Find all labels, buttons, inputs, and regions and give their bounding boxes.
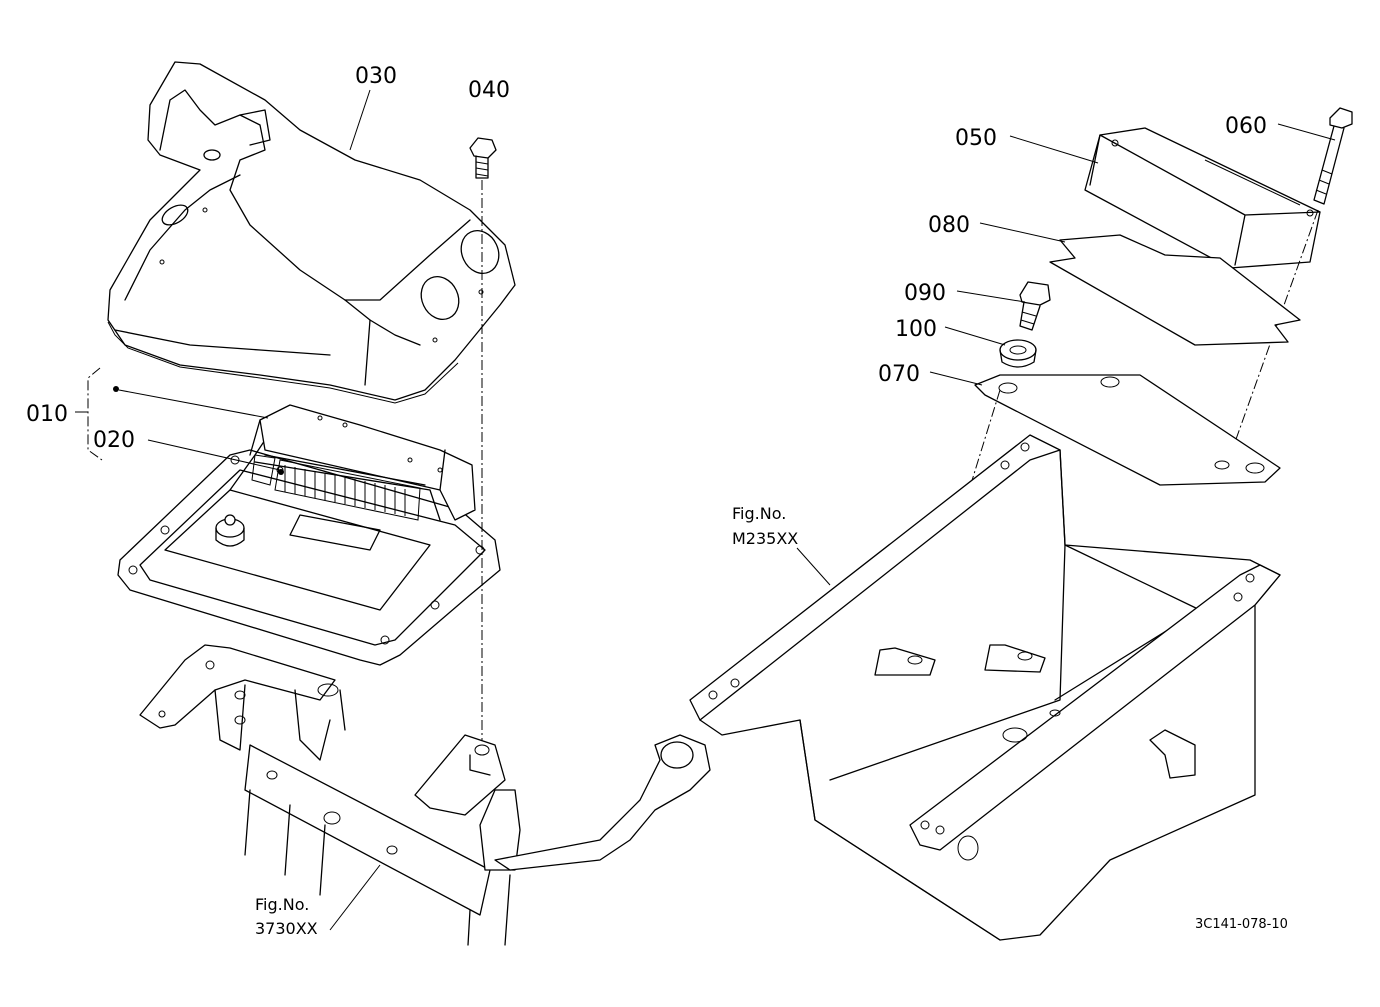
- part-labels: 030 040 010 020 050 060 080 090 100 070: [26, 64, 1267, 453]
- bracket-010: [87, 367, 103, 461]
- label-070: 070: [878, 362, 920, 387]
- ref-point-010: [113, 386, 119, 392]
- fig-ref-left-caption: Fig.No.: [255, 895, 309, 914]
- left-mount-bracket: [139, 644, 711, 946]
- leader-090: [956, 290, 1026, 303]
- figure-references: Fig.No. M235XX Fig.No. 3730XX 3C141-078-…: [255, 504, 1288, 938]
- leader-lines: [75, 89, 1336, 931]
- leader-010: [118, 389, 269, 419]
- label-020: 020: [93, 428, 135, 453]
- ecu-module-050: [1084, 127, 1321, 269]
- gasket-080: [1049, 234, 1301, 346]
- fig-ref-right-number: M235XX: [732, 529, 798, 548]
- leader-050: [1009, 135, 1099, 164]
- leader-030: [349, 89, 371, 151]
- collar-100: [999, 339, 1037, 368]
- bracket-plate-070: [917, 374, 1281, 656]
- leader-3730xx: [329, 864, 381, 931]
- leader-070: [929, 371, 983, 386]
- label-040: 040: [468, 78, 510, 103]
- label-010: 010: [26, 402, 68, 427]
- label-060: 060: [1225, 114, 1267, 139]
- leader-100: [944, 326, 1006, 346]
- ecu-controller-020: [113, 386, 501, 666]
- bolt-060: [1224, 107, 1353, 471]
- label-080: 080: [928, 213, 970, 238]
- leader-020: [147, 439, 281, 471]
- leader-080: [979, 222, 1066, 243]
- label-100: 100: [895, 317, 937, 342]
- ecu-cover-030: [107, 61, 516, 404]
- label-090: 090: [904, 281, 946, 306]
- fig-ref-left-number: 3730XX: [255, 919, 318, 938]
- fig-ref-right-caption: Fig.No.: [732, 504, 786, 523]
- bolt-040: [469, 137, 497, 745]
- label-030: 030: [355, 64, 397, 89]
- right-frame: [689, 434, 1281, 941]
- ref-point-020: [278, 469, 284, 475]
- drawing-reference-code: 3C141-078-10: [1195, 917, 1288, 932]
- leader-m235xx: [796, 547, 831, 586]
- leader-060: [1277, 123, 1336, 141]
- bolt-090: [1019, 281, 1051, 331]
- label-050: 050: [955, 126, 997, 151]
